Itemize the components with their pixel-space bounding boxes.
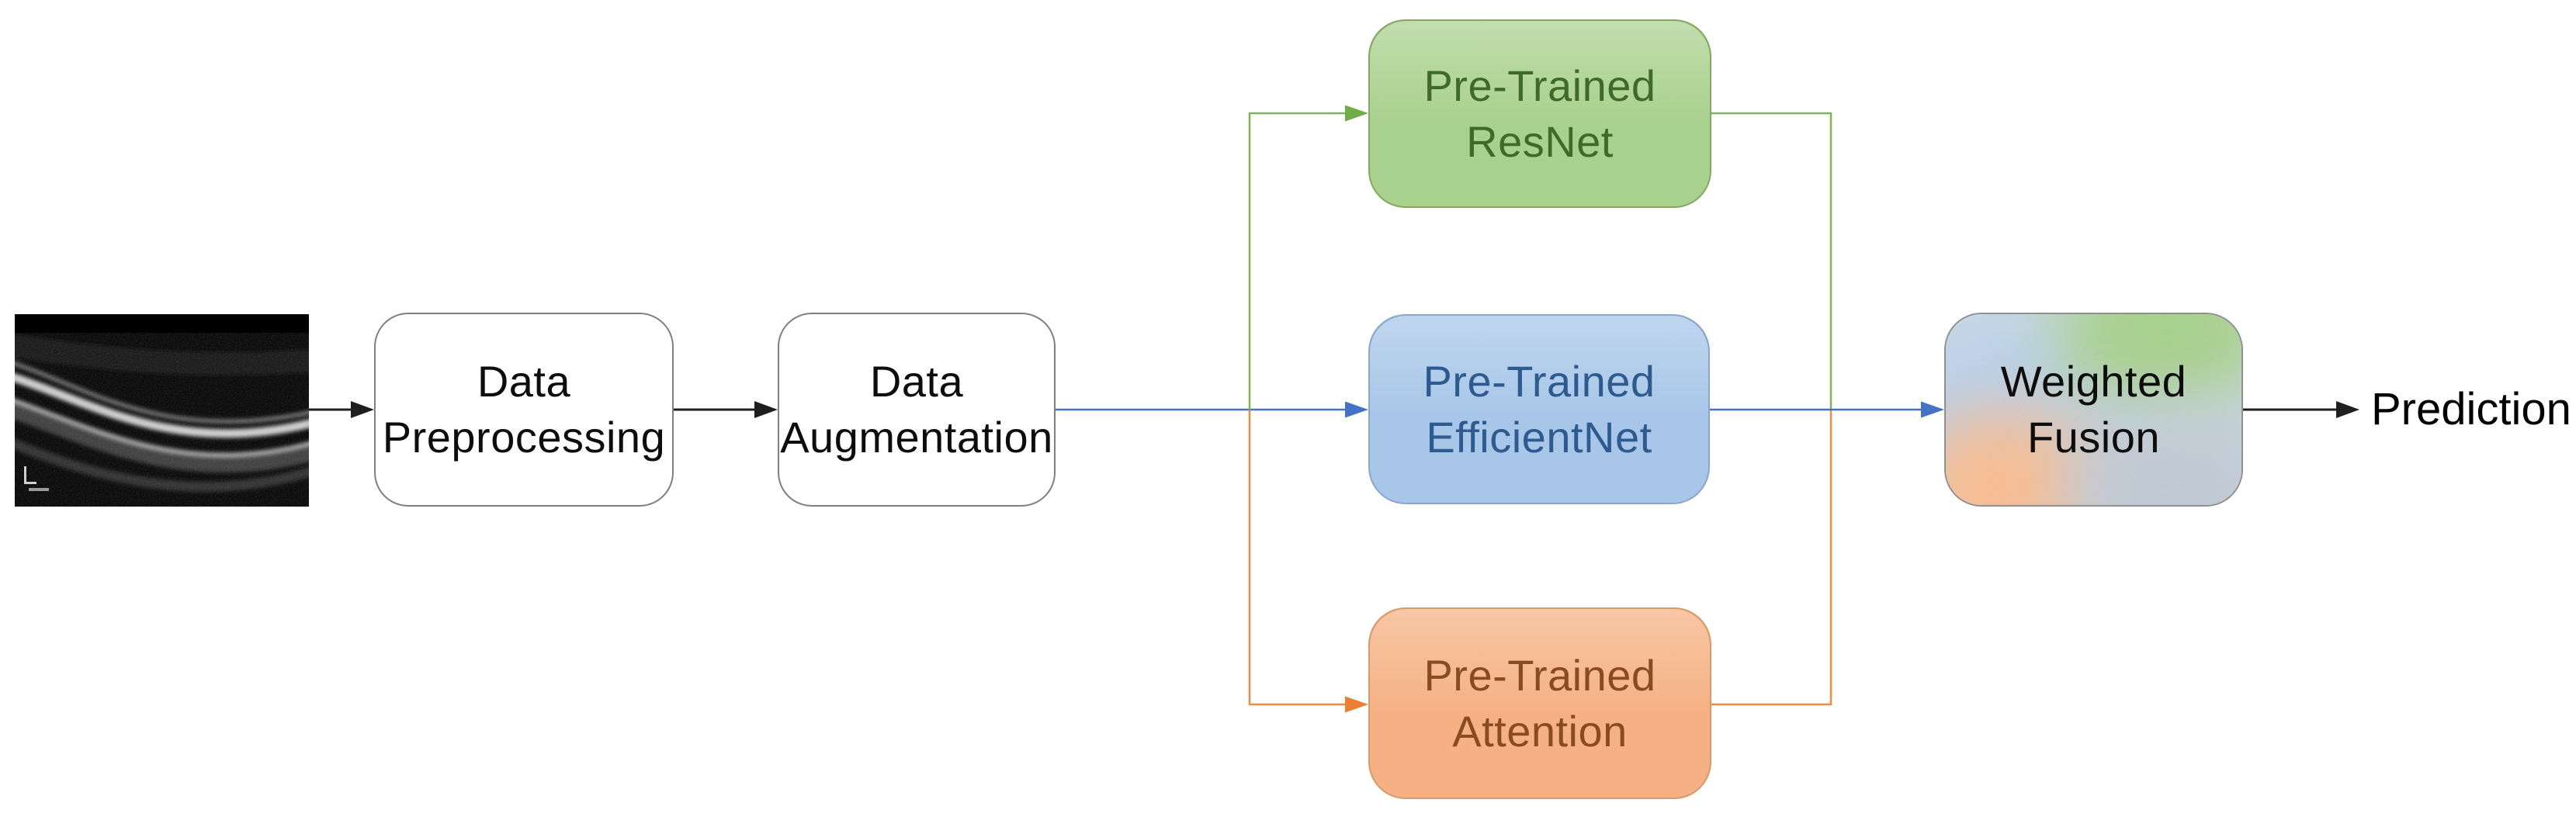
arrowhead-branch-to-resnet [1345, 105, 1368, 122]
node-label-line: Fusion [2026, 413, 2161, 462]
node-label-line: EfficientNet [1426, 412, 1652, 462]
arrowhead-merge-to-fusion [1921, 401, 1944, 418]
arrowhead-input-to-preprocessing [351, 401, 374, 418]
oct-scan-graphic [15, 314, 309, 507]
oct-scale-mark [24, 466, 49, 491]
arrowhead-fusion-to-prediction [2336, 401, 2359, 418]
node-label-line: Data [869, 357, 964, 407]
node-weighted-fusion: Weighted Fusion [1944, 313, 2243, 507]
node-label-line: Pre-Trained [1423, 650, 1656, 700]
prediction-label: Prediction [2371, 384, 2571, 434]
node-pretrained-resnet: Pre-Trained ResNet [1368, 19, 1711, 208]
node-pretrained-efficientnet: Pre-Trained EfficientNet [1368, 314, 1710, 504]
node-label-line: Attention [1452, 706, 1628, 756]
node-data-preprocessing: Data Preprocessing [374, 313, 674, 507]
node-label-line: Pre-Trained [1423, 356, 1656, 406]
arrowhead-augmentation-to-efficientnet [1345, 401, 1368, 418]
node-data-augmentation: Data Augmentation [778, 313, 1056, 507]
node-label-line: Data [477, 357, 571, 407]
node-label-line: Pre-Trained [1423, 61, 1656, 110]
connector-branch-to-attention [1248, 410, 1347, 706]
oct-scan-image [15, 314, 309, 507]
node-pretrained-attention: Pre-Trained Attention [1368, 607, 1711, 799]
node-label-line: ResNet [1466, 116, 1614, 166]
arrowhead-preprocessing-to-augmentation [754, 401, 778, 418]
arrowhead-branch-to-attention [1345, 696, 1368, 713]
connector-branch-to-resnet [1248, 112, 1347, 410]
connector-resnet-to-merge [1711, 112, 1832, 409]
connector-attention-to-merge [1711, 410, 1832, 706]
node-label-line: Weighted [2000, 357, 2187, 407]
node-label-line: Preprocessing [382, 413, 666, 462]
node-label-line: Augmentation [780, 413, 1053, 462]
